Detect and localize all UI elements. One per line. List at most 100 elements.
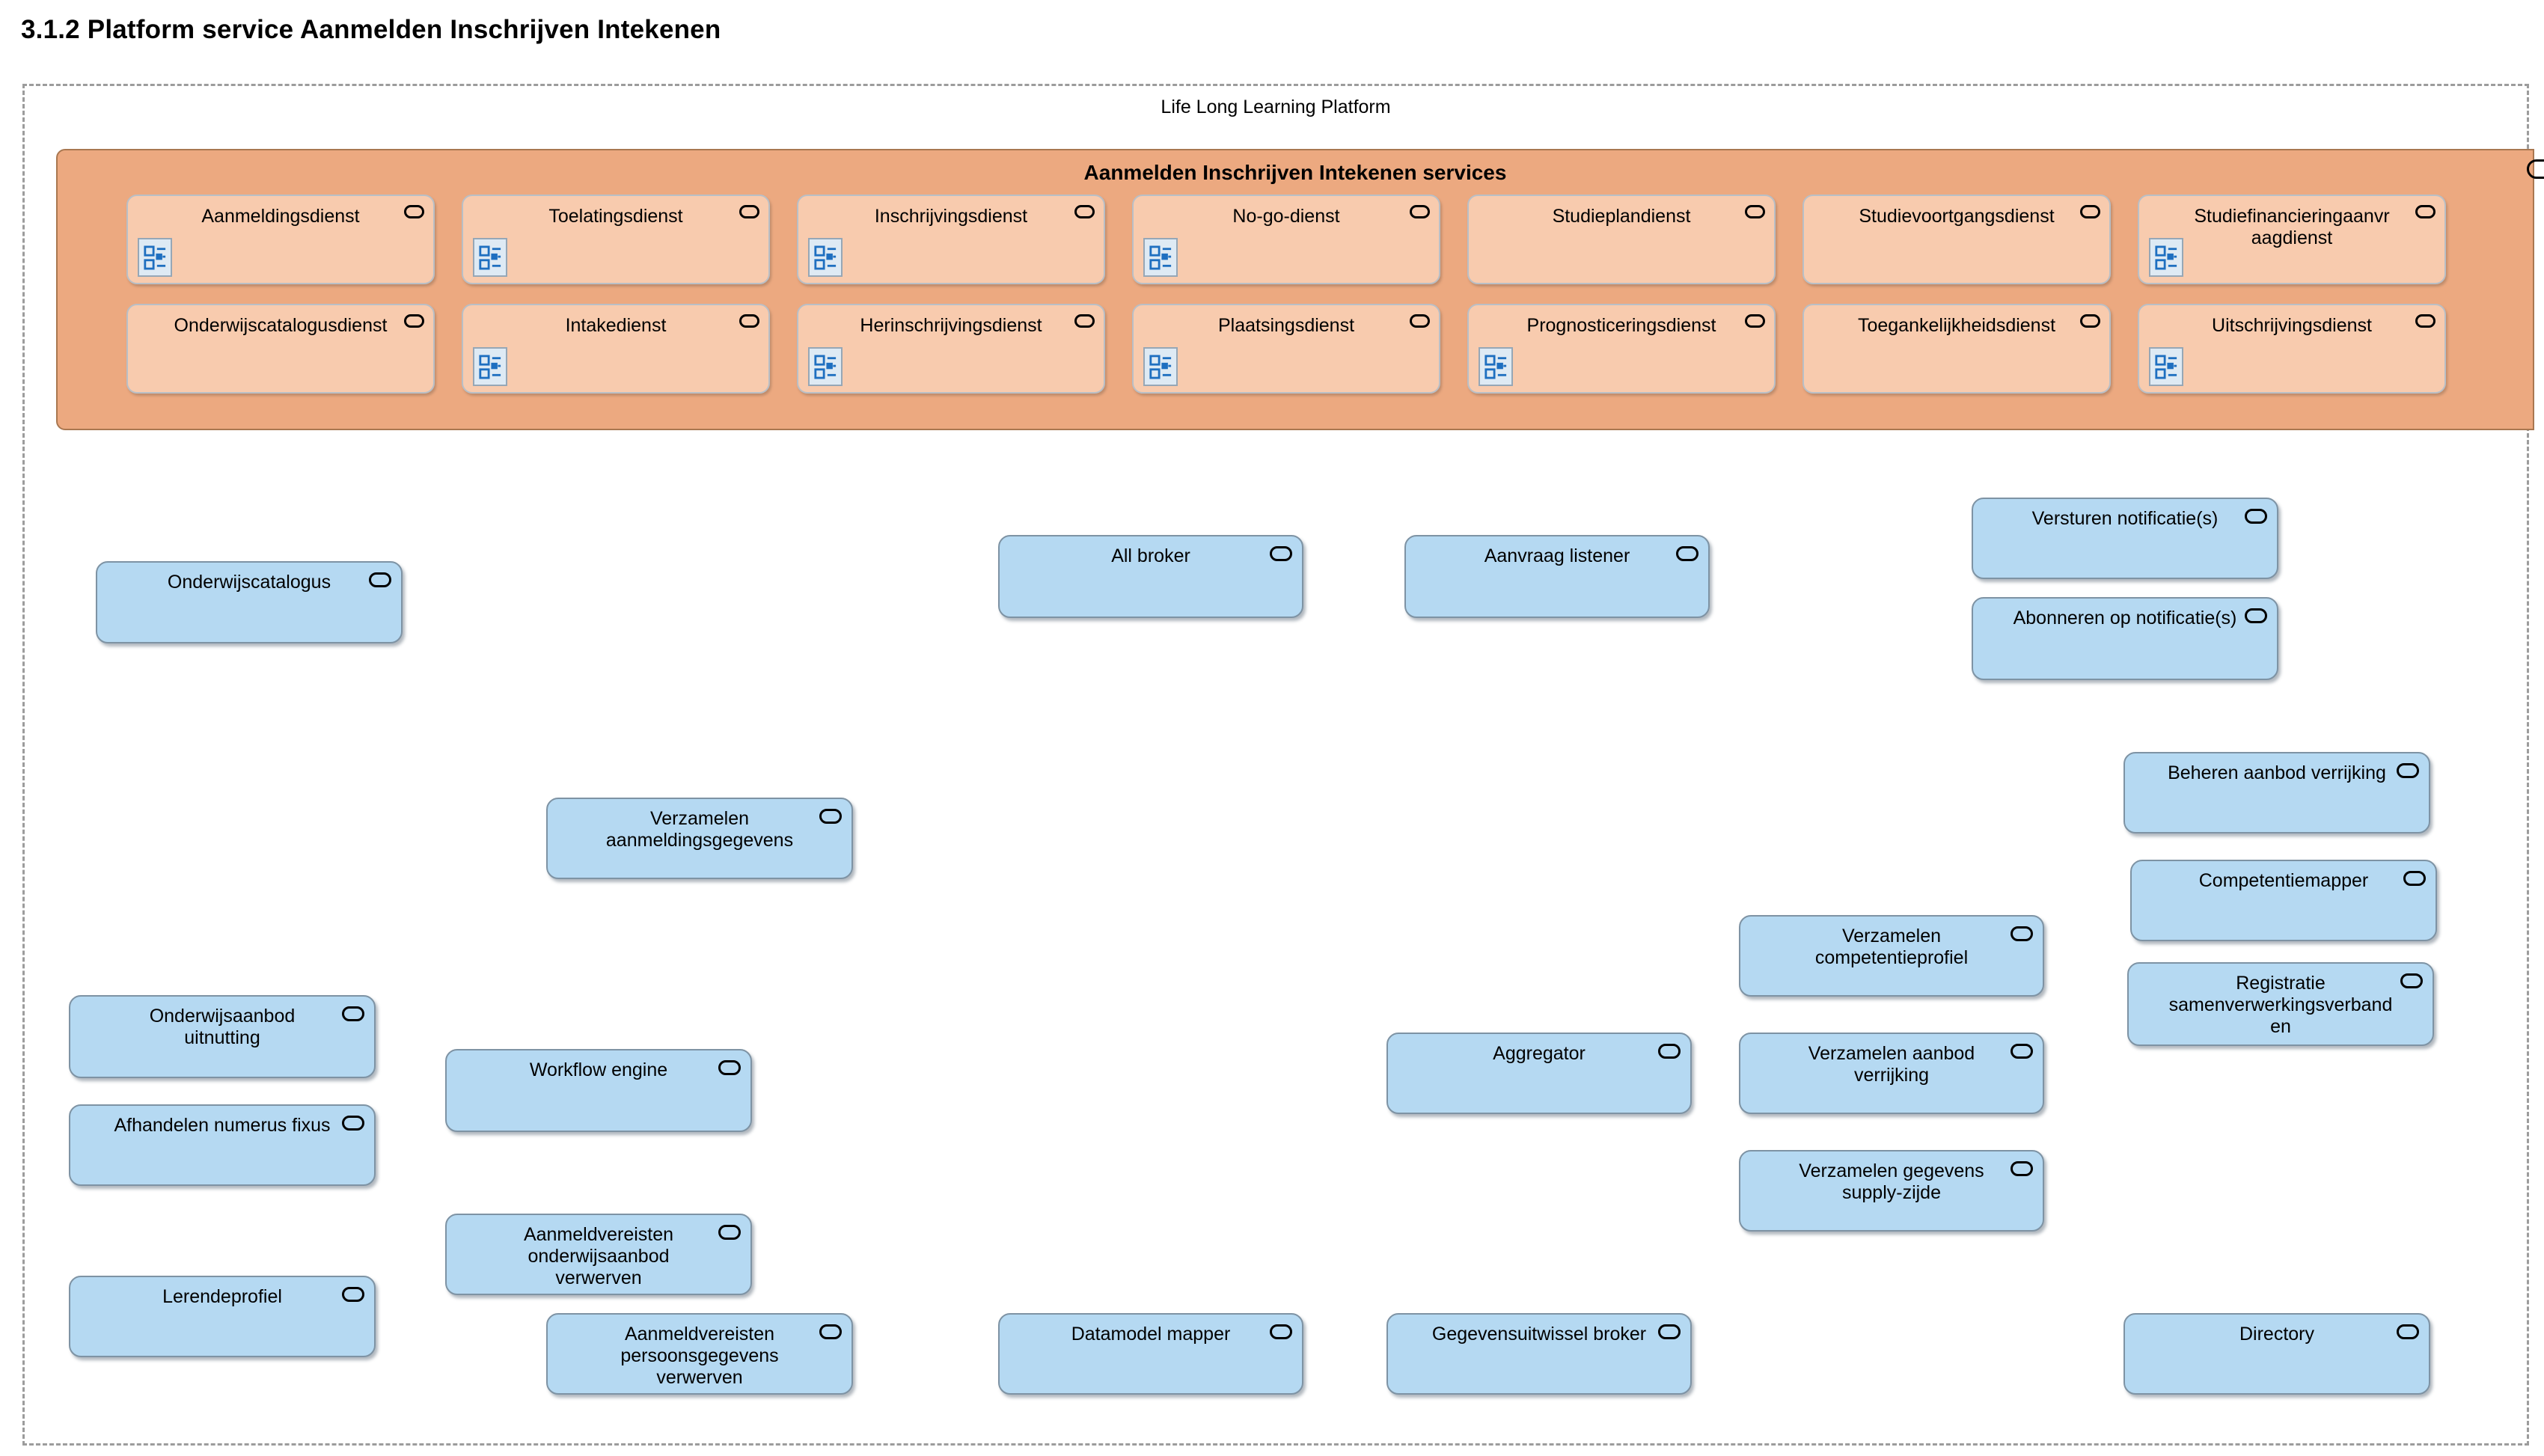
platform-label: Life Long Learning Platform bbox=[1161, 97, 1391, 117]
component-service-oval-icon bbox=[369, 572, 391, 587]
component-service-oval-icon bbox=[342, 1287, 364, 1302]
component-label: Verzamelen gegevens supply-zijde bbox=[1799, 1160, 1984, 1203]
component-service-oval-icon bbox=[2011, 1044, 2033, 1059]
component-label: Datamodel mapper bbox=[1071, 1324, 1231, 1345]
component-verzamelen-aanbod-verrijking: Verzamelen aanbod verrijking bbox=[1739, 1033, 2044, 1114]
service-inschrijvingsdienst: Inschrijvingsdienst bbox=[797, 195, 1105, 284]
form-icon bbox=[138, 238, 172, 277]
component-label: Workflow engine bbox=[529, 1059, 668, 1080]
component-label: Aanvraag listener bbox=[1484, 545, 1630, 566]
component-label: Verzamelen aanbod verrijking bbox=[1808, 1043, 1975, 1086]
services-row-1: Aanmeldingsdienst Toelatingsdienst bbox=[58, 195, 2533, 284]
service-oval-icon bbox=[1074, 205, 1095, 218]
component-all-broker: All broker bbox=[998, 535, 1303, 618]
service-oval-icon bbox=[739, 205, 759, 218]
component-label: Aggregator bbox=[1493, 1043, 1586, 1064]
component-label: Verzamelen aanmeldingsgegevens bbox=[605, 808, 794, 851]
component-label: Beheren aanbod verrijking bbox=[2168, 762, 2386, 783]
component-service-oval-icon bbox=[2011, 1161, 2033, 1176]
service-intakedienst: Intakedienst bbox=[462, 304, 770, 394]
service-label: Studiefinancieringaanvr aagdienst bbox=[2194, 206, 2390, 248]
service-label: Uitschrijvingsdienst bbox=[2212, 315, 2372, 336]
component-aggregator: Aggregator bbox=[1386, 1033, 1692, 1114]
service-oval-icon bbox=[1074, 314, 1095, 328]
component-label: Onderwijscatalogus bbox=[167, 572, 331, 593]
service-label: Plaatsingsdienst bbox=[1217, 315, 1355, 336]
services-row-2: Onderwijscatalogusdienst Intakedienst He… bbox=[58, 304, 2533, 394]
service-label: Toelatingsdienst bbox=[548, 206, 683, 227]
component-service-oval-icon bbox=[1270, 1324, 1292, 1339]
form-icon bbox=[808, 238, 843, 277]
service-label: Studievoortgangsdienst bbox=[1859, 206, 2055, 227]
component-workflow-engine: Workflow engine bbox=[445, 1049, 752, 1132]
service-label: Toegankelijkheidsdienst bbox=[1857, 315, 2056, 336]
component-service-oval-icon bbox=[1658, 1044, 1681, 1059]
component-service-oval-icon bbox=[2397, 763, 2419, 778]
service-oval-icon bbox=[1745, 205, 1765, 218]
group-service-oval-icon bbox=[2527, 159, 2544, 179]
component-service-oval-icon bbox=[2011, 926, 2033, 941]
component-service-oval-icon bbox=[342, 1006, 364, 1021]
service-studiefinancieringaanvr-aagdienst: Studiefinancieringaanvr aagdienst bbox=[2138, 195, 2446, 284]
component-service-oval-icon bbox=[819, 809, 842, 824]
component-label: Verzamelen competentieprofiel bbox=[1814, 926, 1969, 968]
service-oval-icon bbox=[404, 314, 424, 328]
component-label: Aanmeldvereisten persoonsgegevens verwer… bbox=[620, 1324, 779, 1388]
service-oval-icon bbox=[739, 314, 759, 328]
component-aanmeldvereisten-onderwijsaanbod-verwerven: Aanmeldvereisten onderwijsaanbod verwerv… bbox=[445, 1214, 752, 1295]
form-icon bbox=[808, 347, 843, 386]
service-label: Studieplandienst bbox=[1552, 206, 1691, 227]
service-oval-icon bbox=[2415, 314, 2436, 328]
component-label: Aanmeldvereisten onderwijsaanbod verwerv… bbox=[523, 1224, 674, 1288]
component-service-oval-icon bbox=[2397, 1324, 2419, 1339]
component-service-oval-icon bbox=[2245, 608, 2267, 623]
services-group: Aanmelden Inschrijven Intekenen services… bbox=[56, 149, 2544, 430]
form-icon bbox=[473, 347, 507, 386]
service-label: Inschrijvingsdienst bbox=[874, 206, 1028, 227]
component-service-oval-icon bbox=[718, 1225, 741, 1240]
component-verzamelen-aanmeldingsgegevens: Verzamelen aanmeldingsgegevens bbox=[546, 798, 853, 879]
form-icon bbox=[1143, 347, 1178, 386]
service-toelatingsdienst: Toelatingsdienst bbox=[462, 195, 770, 284]
service-studievoortgangsdienst: Studievoortgangsdienst bbox=[1802, 195, 2111, 284]
component-label: Lerendeprofiel bbox=[162, 1286, 282, 1307]
service-uitschrijvingsdienst: Uitschrijvingsdienst bbox=[2138, 304, 2446, 394]
component-afhandelen-numerus-fixus: Afhandelen numerus fixus bbox=[69, 1104, 376, 1186]
service-oval-icon bbox=[2080, 205, 2100, 218]
form-icon bbox=[2149, 347, 2183, 386]
component-verzamelen-competentieprofiel: Verzamelen competentieprofiel bbox=[1739, 915, 2044, 997]
service-oval-icon bbox=[2415, 205, 2436, 218]
component-label: Afhandelen numerus fixus bbox=[114, 1115, 331, 1136]
component-service-oval-icon bbox=[1270, 546, 1292, 561]
component-service-oval-icon bbox=[342, 1116, 364, 1131]
service-herinschrijvingsdienst: Herinschrijvingsdienst bbox=[797, 304, 1105, 394]
form-icon bbox=[2149, 238, 2183, 277]
service-plaatsingsdienst: Plaatsingsdienst bbox=[1132, 304, 1440, 394]
component-competentiemapper: Competentiemapper bbox=[2130, 860, 2437, 941]
service-onderwijscatalogusdienst: Onderwijscatalogusdienst bbox=[126, 304, 435, 394]
component-directory: Directory bbox=[2123, 1313, 2430, 1395]
service-toegankelijkheidsdienst: Toegankelijkheidsdienst bbox=[1802, 304, 2111, 394]
service-no-go-dienst: No-go-dienst bbox=[1132, 195, 1440, 284]
services-group-title: Aanmelden Inschrijven Intekenen services bbox=[1083, 161, 1507, 184]
component-service-oval-icon bbox=[718, 1060, 741, 1075]
component-versturen-notificaties: Versturen notificatie(s) bbox=[1972, 498, 2278, 579]
service-oval-icon bbox=[1745, 314, 1765, 328]
component-label: Competentiemapper bbox=[2198, 870, 2369, 891]
form-icon bbox=[1479, 347, 1513, 386]
service-oval-icon bbox=[404, 205, 424, 218]
service-label: Aanmeldingsdienst bbox=[201, 206, 360, 227]
form-icon bbox=[473, 238, 507, 277]
service-oval-icon bbox=[1410, 314, 1430, 328]
page-title: 3.1.2 Platform service Aanmelden Inschri… bbox=[21, 15, 721, 44]
component-lerendeprofiel: Lerendeprofiel bbox=[69, 1276, 376, 1357]
component-beheren-aanbod-verrijking: Beheren aanbod verrijking bbox=[2123, 752, 2430, 833]
service-label: Onderwijscatalogusdienst bbox=[174, 315, 388, 336]
component-service-oval-icon bbox=[2400, 973, 2423, 988]
service-aanmeldingsdienst: Aanmeldingsdienst bbox=[126, 195, 435, 284]
component-onderwijsaanbod-uitnutting: Onderwijsaanbod uitnutting bbox=[69, 995, 376, 1078]
component-label: Gegevensuitwissel broker bbox=[1431, 1324, 1647, 1345]
component-label: Onderwijsaanbod uitnutting bbox=[149, 1006, 296, 1048]
service-label: Herinschrijvingsdienst bbox=[860, 315, 1042, 336]
component-service-oval-icon bbox=[2245, 509, 2267, 524]
